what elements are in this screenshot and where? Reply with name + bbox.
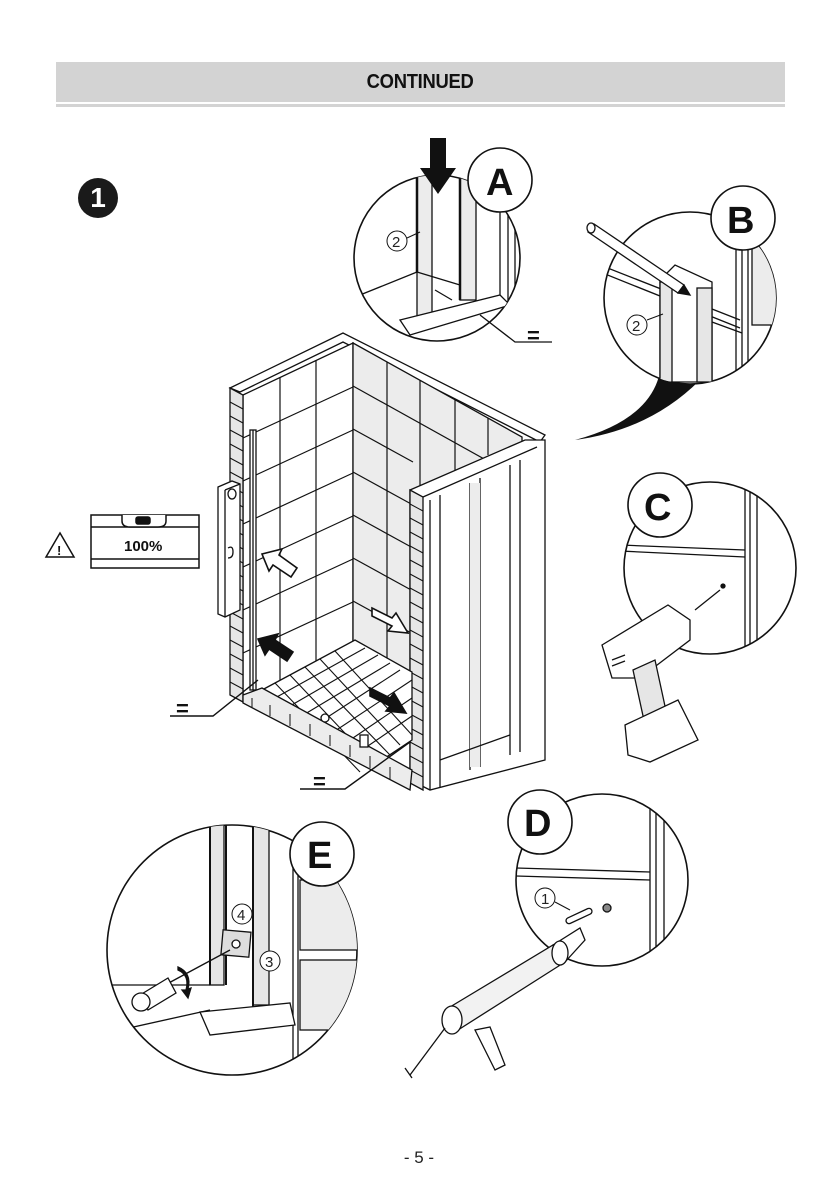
detail-c <box>602 473 796 762</box>
detail-a-equal-mark: = <box>527 323 540 348</box>
equal-mark-left: = <box>176 696 189 721</box>
detail-a-label: A <box>486 162 513 204</box>
detail-e-label: E <box>307 835 332 877</box>
detail-d-part-number: 1 <box>541 891 549 908</box>
page-number: - 5 - <box>0 1148 838 1168</box>
detail-a-part-number: 2 <box>392 234 400 251</box>
warning-symbol: ! <box>57 543 61 558</box>
equal-mark-bottom: = <box>313 769 326 794</box>
detail-e-part-number-3: 3 <box>265 954 273 971</box>
detail-b-part-number: 2 <box>632 318 640 335</box>
level-warning <box>46 515 199 568</box>
detail-b-label: B <box>727 200 754 242</box>
detail-d-label: D <box>524 803 551 845</box>
detail-e-part-number-4: 4 <box>237 907 245 924</box>
detail-c-label: C <box>644 487 671 529</box>
level-reading: 100% <box>124 538 162 555</box>
caulking-gun-icon <box>405 928 585 1078</box>
spirit-level-tool <box>218 481 240 617</box>
detail-a <box>354 138 552 342</box>
